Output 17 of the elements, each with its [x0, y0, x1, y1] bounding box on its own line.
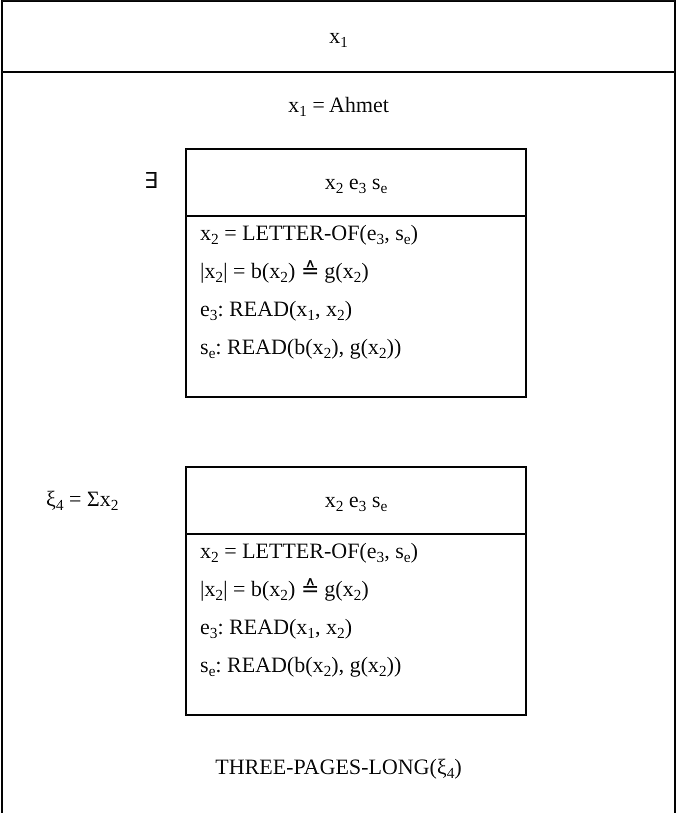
condition-text: e$_{3}$: READ(x$_{1}$, x$_{2}$) [200, 614, 352, 640]
operator-label: ∃ [144, 168, 158, 194]
sub-drs-box [185, 148, 527, 398]
condition-text: s$_{e}$: READ(b(x$_{2}$), g(x$_{2}$)) [200, 334, 402, 360]
condition-text: x$_{1}$ = Ahmet [287, 92, 390, 118]
condition-text: s$_{e}$: READ(b(x$_{2}$), g(x$_{2}$)) [200, 652, 402, 678]
condition-text: x$_{2}$ = LETTER-OF(e$_{3}$, s$_{e}$) [200, 538, 418, 564]
operator-label: ξ$_{4}$ = Σx$_{2}$ [46, 486, 118, 512]
condition-text: e$_{3}$: READ(x$_{1}$, x$_{2}$) [200, 296, 352, 322]
sub-drs-box [185, 466, 527, 716]
condition-text: x$_{2}$ = LETTER-OF(e$_{3}$, s$_{e}$) [200, 220, 418, 246]
condition-text: |x$_{2}$| = b(x$_{2}$) ≙ g(x$_{2}$) [200, 258, 369, 284]
condition-text: |x$_{2}$| = b(x$_{2}$) ≙ g(x$_{2}$) [200, 576, 369, 602]
condition-text: THREE-PAGES-LONG(ξ$_{4}$) [214, 754, 463, 780]
discourse-referents: x$_{2}$ e$_{3}$ s$_{e}$ [324, 486, 388, 513]
discourse-referents: x$_{2}$ e$_{3}$ s$_{e}$ [324, 168, 388, 195]
discourse-referents: x$_{1}$ [328, 22, 349, 49]
